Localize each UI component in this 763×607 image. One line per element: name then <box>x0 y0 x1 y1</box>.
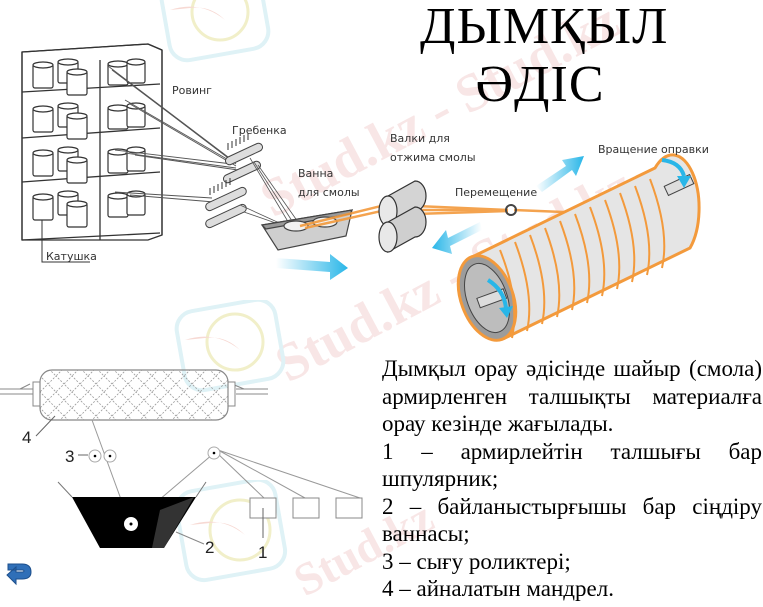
watermark-logo-icon <box>159 0 271 63</box>
label-mandrel-rotation: Вращение оправки <box>598 143 709 156</box>
watermark-logo-icon <box>174 480 288 583</box>
item-3: 3 – сығу роликтері; <box>382 548 571 574</box>
item-2-line-1: 2 – байланыстырғышы бар сіңдіру <box>382 493 762 519</box>
label-bath-line1: Ванна <box>298 167 334 180</box>
title-line-1: ДЫМҚЫЛ <box>420 0 669 55</box>
spool-box <box>292 497 320 519</box>
rotation-arrow <box>661 158 686 177</box>
traverse-arrow-right <box>536 156 584 192</box>
watermark-logo-icon <box>174 300 286 393</box>
description-block: Дымқыл орау әдісінде шайыр (смола) армир… <box>382 355 762 603</box>
filament-winding-diagram <box>21 43 701 342</box>
scheme-label-4: 4 <box>22 428 32 447</box>
item-1-line-1: 1 – армирлейтін талшығы бар <box>382 438 762 464</box>
return-button[interactable] <box>4 560 34 588</box>
label-rollers-line1: Валки для <box>390 132 450 145</box>
scheme-label-3: 3 <box>65 447 75 466</box>
label-spool: Катушка <box>46 250 97 263</box>
creel-rack <box>21 43 163 241</box>
item-4: 4 – айналатын мандрел. <box>382 576 614 601</box>
bath-direction-arrow <box>276 254 348 280</box>
intro-line-1: Дымқыл орау әдісінде шайыр (смола) <box>382 356 762 381</box>
return-arrow-icon <box>6 563 32 586</box>
comb-teeth <box>209 133 249 195</box>
squeeze-rollers <box>378 180 427 254</box>
guide-ring <box>505 204 517 216</box>
wet-winding-scheme <box>0 369 363 548</box>
scheme-label-1: 1 <box>258 543 268 562</box>
item-1-line-2: шпулярник; <box>382 466 499 491</box>
item-2-line-2: ваннасы; <box>382 521 470 546</box>
spool-box <box>335 497 363 519</box>
intro-line-3: орау кезінде жағылады. <box>382 411 614 436</box>
mandrel-scheme <box>39 369 229 421</box>
mandrel <box>456 153 701 342</box>
spool-callout-line <box>41 220 90 263</box>
scheme-label-2: 2 <box>205 538 215 557</box>
label-comb: Гребенка <box>232 124 287 137</box>
label-movement: Перемещение <box>455 186 538 199</box>
roving-threads <box>107 65 239 203</box>
title-line-2: ӘДІС <box>475 56 605 113</box>
intro-line-2: армирленген талшықты материалға <box>382 383 762 409</box>
traverse-arrow-left <box>432 222 482 254</box>
label-bath-line2: для смолы <box>298 186 360 199</box>
mandrel-windings <box>499 178 666 339</box>
slide-title: ДЫМҚЫЛ ӘДІС <box>420 0 669 113</box>
label-rollers-line2: отжима смолы <box>390 151 476 164</box>
label-roving: Ровинг <box>172 84 212 97</box>
comb-rods <box>205 142 264 229</box>
